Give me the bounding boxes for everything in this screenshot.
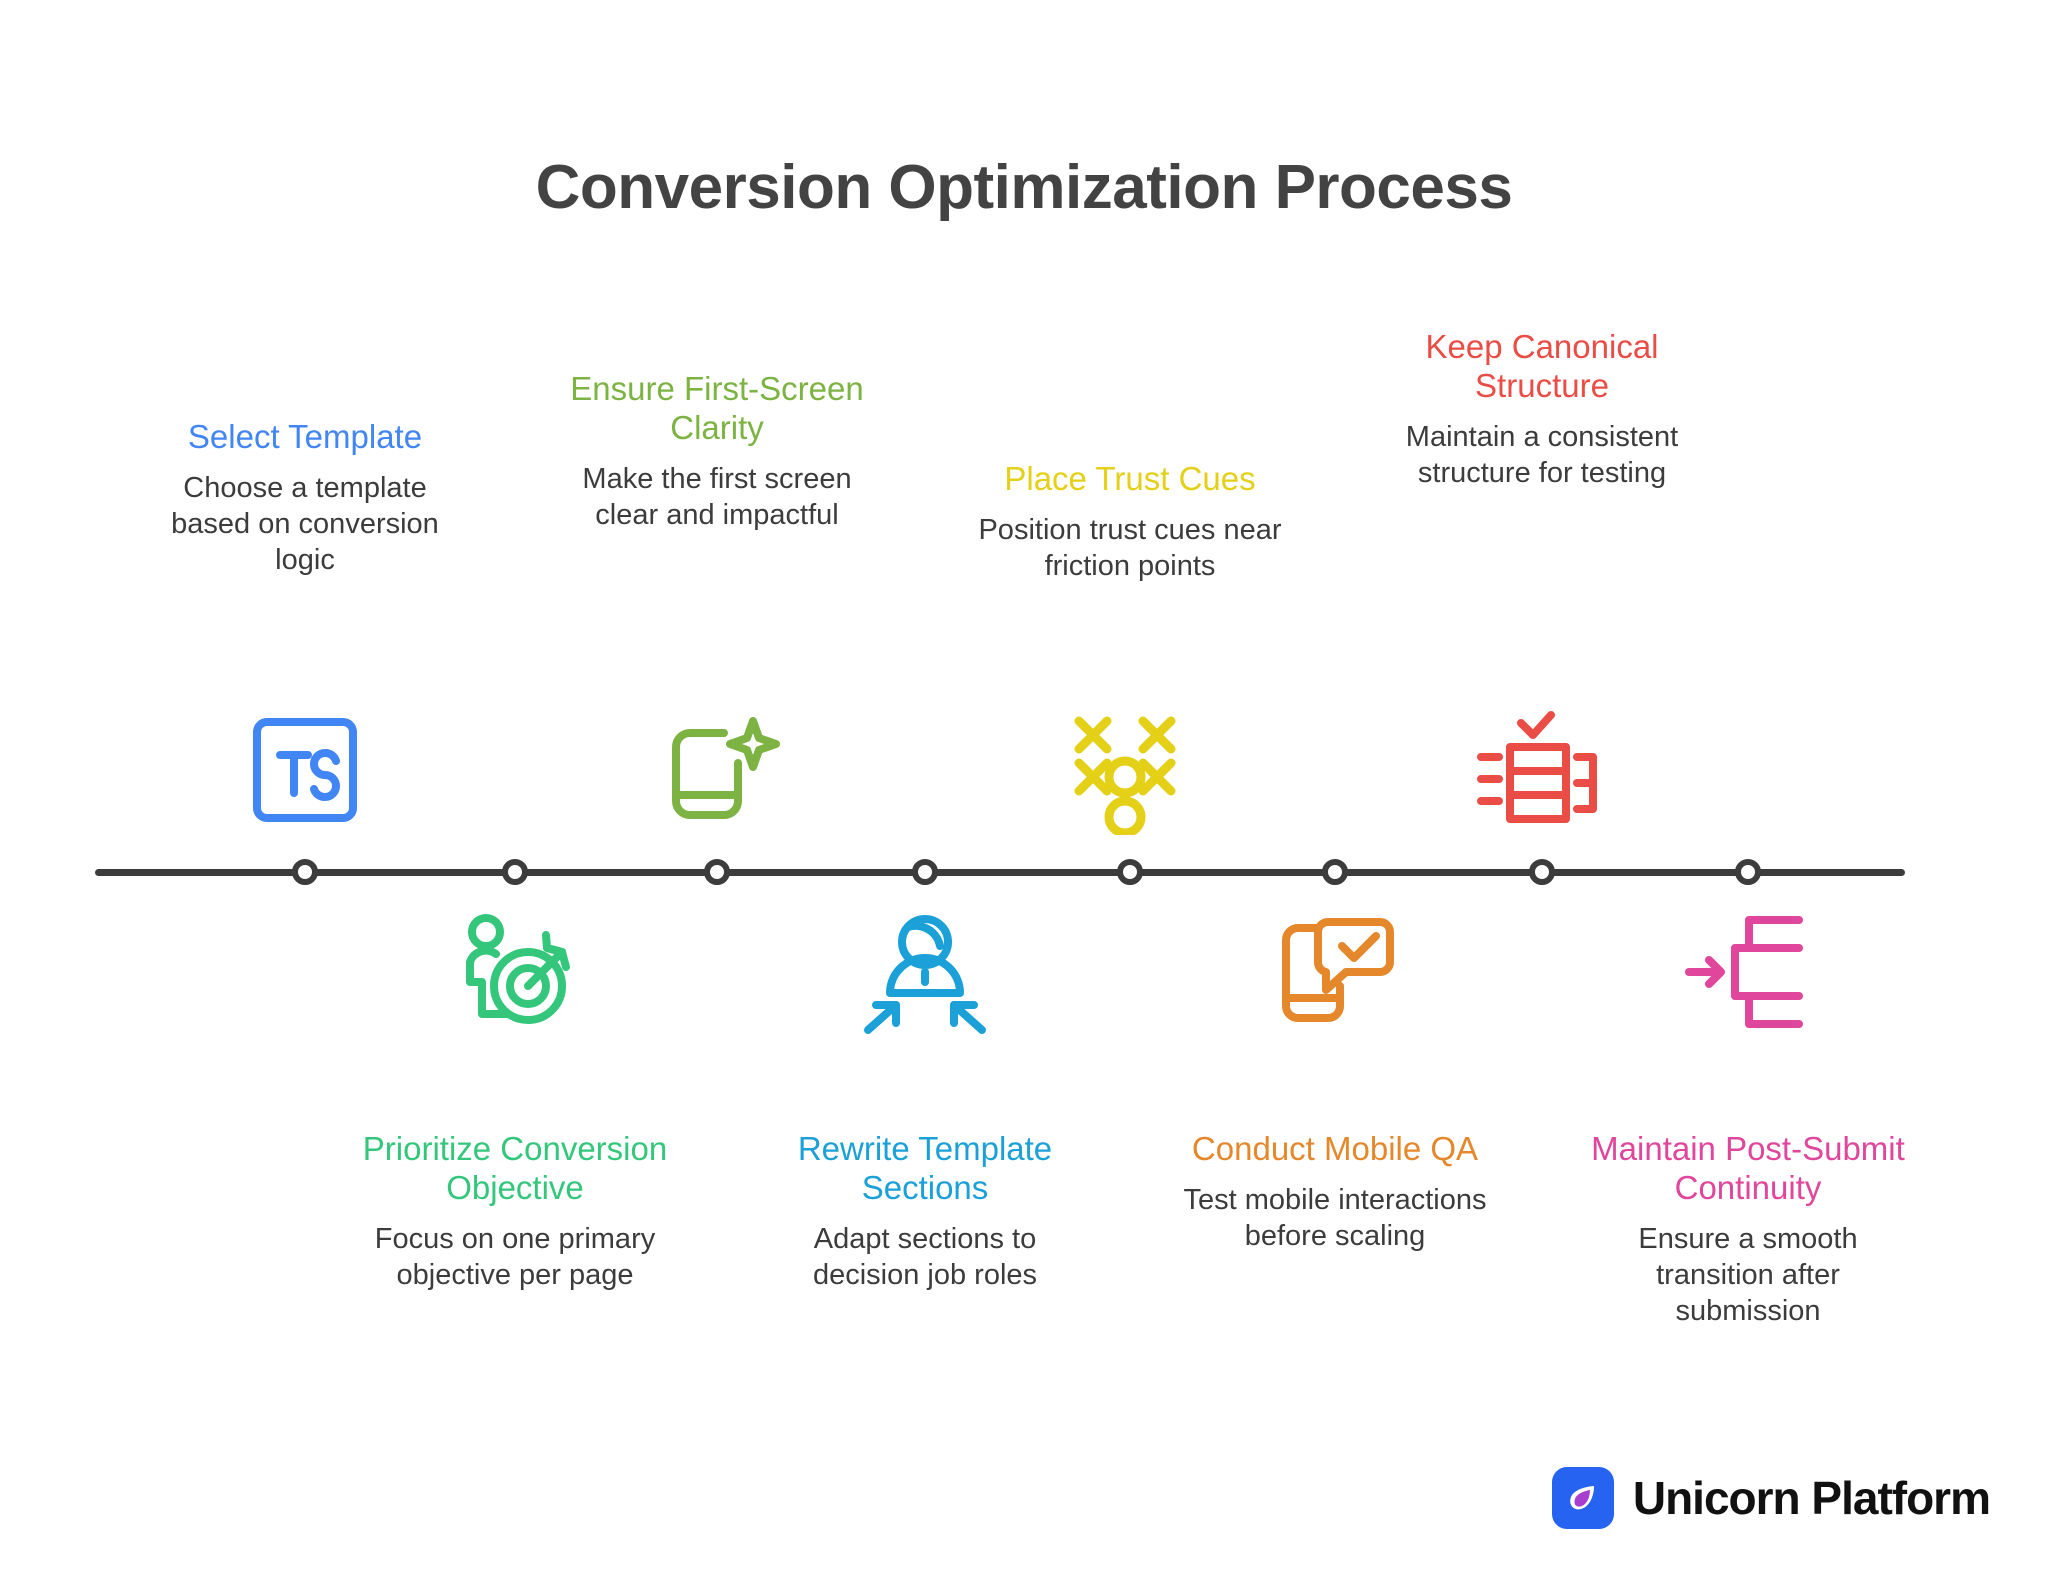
step-heading: Ensure First-Screen Clarity [570, 370, 864, 446]
phone-chat-check-icon [1265, 905, 1405, 1045]
timeline-node-2[interactable] [502, 859, 528, 885]
step-description: Position trust cues near friction points [978, 513, 1282, 582]
brand-logo[interactable]: Unicorn Platform [1551, 1467, 1991, 1529]
step-rewrite-template-sections[interactable]: Rewrite Template Sections Adapt sections… [760, 1130, 1090, 1294]
step-heading: Keep Canonical Structure [1425, 328, 1659, 404]
step-prioritize-conversion-objective[interactable]: Prioritize Conversion Objective Focus on… [350, 1130, 680, 1294]
step-description: Make the first screen clear and impactfu… [582, 462, 852, 531]
structured-rows-check-icon [1472, 700, 1612, 840]
step-description: Focus on one primary objective per page [374, 1222, 656, 1291]
timeline-node-7[interactable] [1529, 859, 1555, 885]
timeline-axis [95, 869, 1905, 876]
brand-name: Unicorn Platform [1632, 1472, 1991, 1524]
step-heading: Select Template [187, 418, 423, 455]
timeline-node-1[interactable] [292, 859, 318, 885]
step-place-trust-cues[interactable]: Place Trust Cues Position trust cues nea… [965, 460, 1295, 585]
timeline-node-8[interactable] [1735, 859, 1761, 885]
step-description: Ensure a smooth transition after submiss… [1638, 1222, 1858, 1327]
step-heading: Conduct Mobile QA [1191, 1130, 1479, 1167]
step-select-template[interactable]: Select Template Choose a template based … [140, 418, 470, 579]
step-description: Choose a template based on conversion lo… [171, 471, 439, 576]
person-target-arrow-icon [445, 905, 585, 1045]
step-heading: Maintain Post-Submit Continuity [1591, 1130, 1905, 1206]
timeline-node-6[interactable] [1322, 859, 1348, 885]
timeline-node-4[interactable] [912, 859, 938, 885]
step-heading: Rewrite Template Sections [797, 1130, 1053, 1206]
unicorn-droplet-logo-icon [1551, 1467, 1614, 1529]
step-description: Test mobile interactions before scaling [1183, 1183, 1487, 1252]
persona-converging-arrows-icon [855, 905, 995, 1045]
ts-template-square-icon [235, 700, 375, 840]
step-description: Maintain a consistent structure for test… [1405, 420, 1679, 489]
timeline-node-3[interactable] [704, 859, 730, 885]
timeline-node-5[interactable] [1117, 859, 1143, 885]
tic-tac-toe-trust-icon [1060, 700, 1200, 840]
page-title: Conversion Optimization Process [535, 153, 1513, 222]
step-keep-canonical-structure[interactable]: Keep Canonical Structure Maintain a cons… [1377, 328, 1707, 492]
phone-sparkle-icon [647, 700, 787, 840]
step-conduct-mobile-qa[interactable]: Conduct Mobile QA Test mobile interactio… [1170, 1130, 1500, 1255]
step-maintain-post-submit-continuity[interactable]: Maintain Post-Submit Continuity Ensure a… [1583, 1130, 1913, 1330]
step-description: Adapt sections to decision job roles [812, 1222, 1038, 1291]
step-ensure-first-screen-clarity[interactable]: Ensure First-Screen Clarity Make the fir… [552, 370, 882, 534]
arrow-into-bracket-icon [1678, 905, 1818, 1045]
step-heading: Place Trust Cues [1004, 460, 1256, 497]
step-heading: Prioritize Conversion Objective [362, 1130, 668, 1206]
